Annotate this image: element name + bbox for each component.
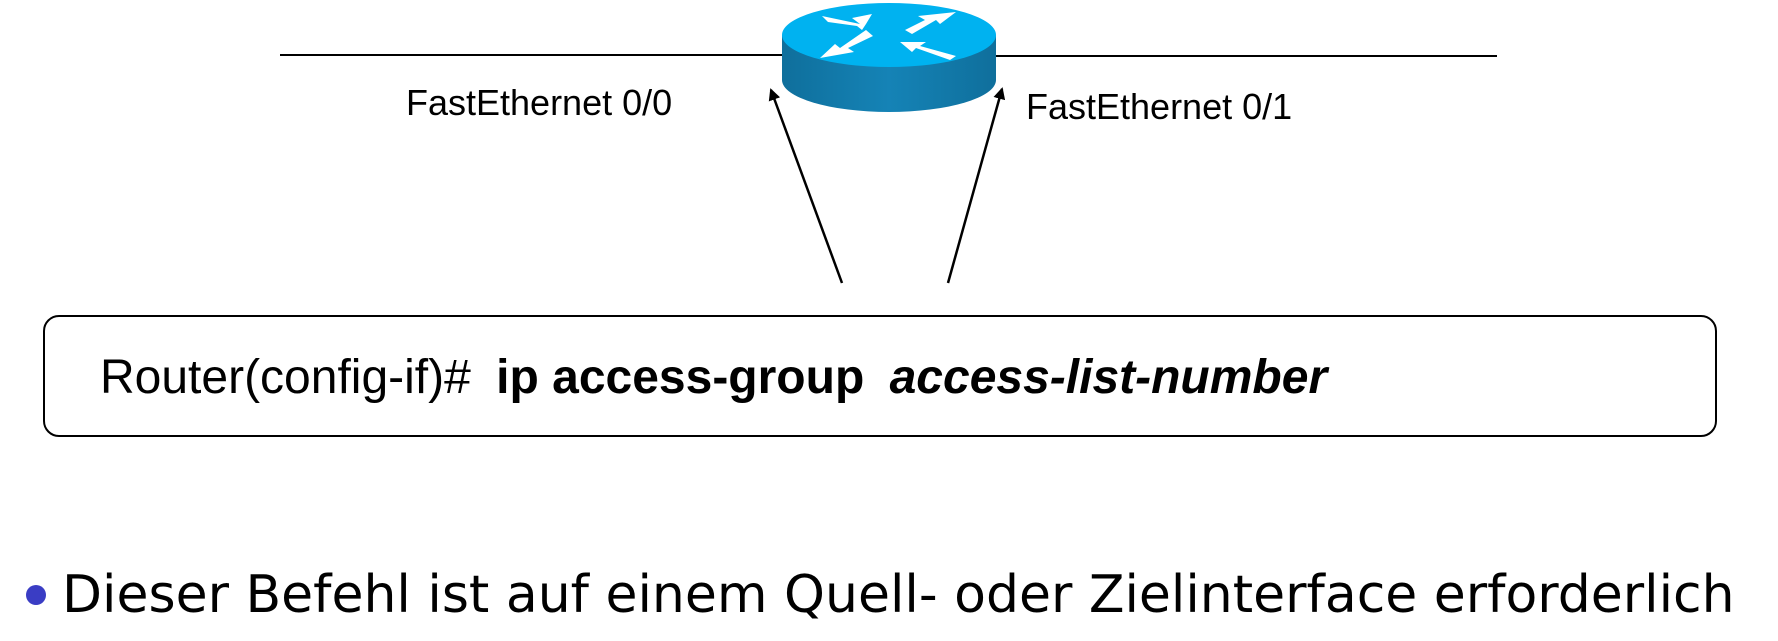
- interface-label-fa01: FastEthernet 0/1: [1026, 86, 1293, 127]
- command-box: [43, 315, 1717, 437]
- command-argument: access-list-number: [889, 351, 1328, 404]
- command-prompt: Router(config-if)#: [100, 351, 471, 404]
- interface-label-fa00: FastEthernet 0/0: [406, 82, 673, 123]
- bullet-icon: [26, 585, 46, 605]
- bullet-text: Dieser Befehl ist auf einem Quell- oder …: [62, 565, 1735, 625]
- command-line: Router(config-if)# ip access-group acces…: [100, 350, 1327, 405]
- router-icon: [782, 3, 996, 112]
- arrow-to-fa01: [946, 87, 1006, 284]
- bullet-item: Dieser Befehl ist auf einem Quell- oder …: [26, 565, 1735, 625]
- command-keyword: ip access-group: [496, 351, 865, 404]
- arrow-to-fa00: [768, 88, 844, 284]
